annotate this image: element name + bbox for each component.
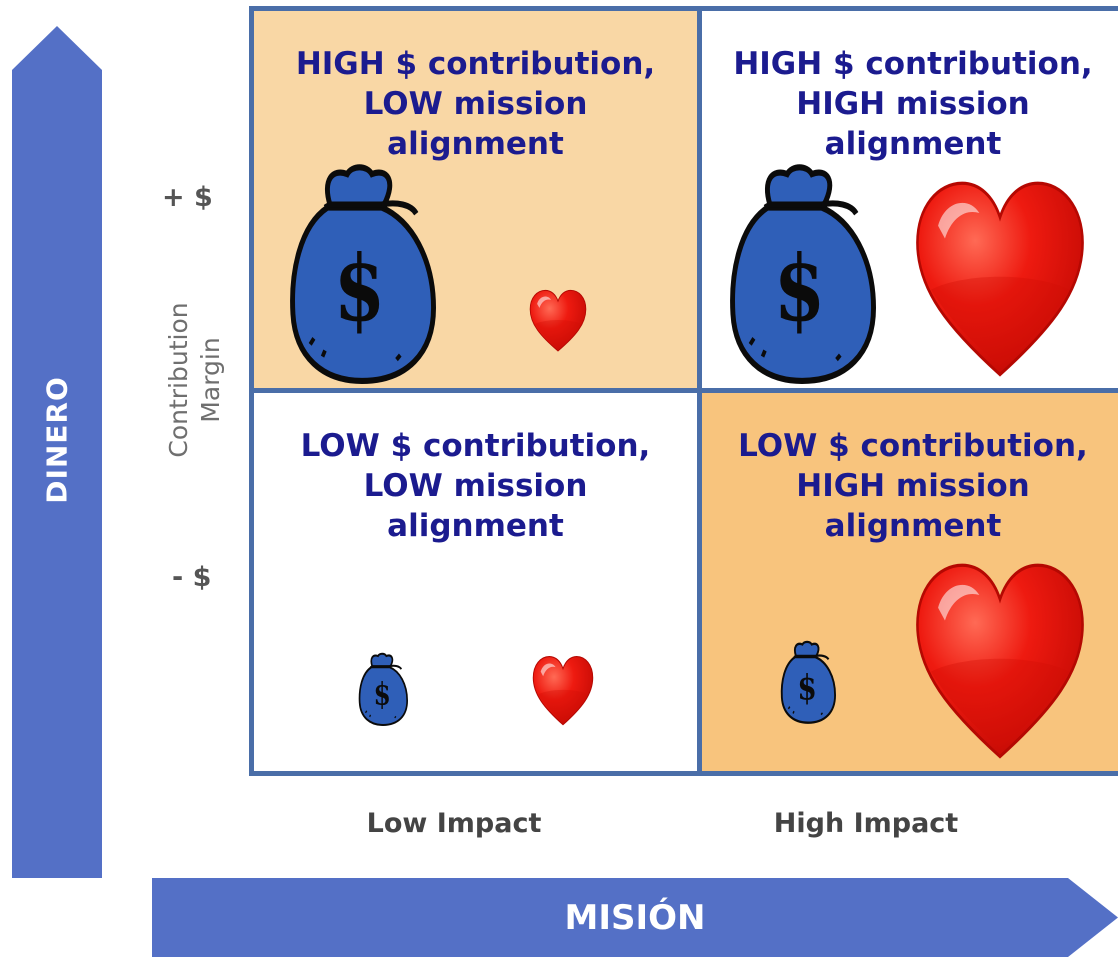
quadrant-bottom-right: LOW $ contribution, HIGH mission alignme… (702, 393, 1118, 771)
quadrant-top-left: HIGH $ contribution, LOW mission alignme… (254, 11, 697, 388)
heart-icon (915, 181, 1085, 377)
quadrant-text-line: alignment (387, 508, 564, 544)
y-axis-name-line1: Contribution (164, 302, 193, 458)
quadrant-text-line: LOW mission (363, 468, 588, 504)
quadrant-text-line: HIGH mission (796, 86, 1030, 122)
dinero-label-wrap: DINERO (12, 0, 102, 957)
quadrant-text-line: alignment (387, 126, 564, 162)
quadrant-bottom-left: LOW $ contribution, LOW mission alignmen… (254, 393, 697, 771)
impact-matrix: HIGH $ contribution, LOW mission alignme… (249, 6, 1118, 776)
dinero-label: DINERO (40, 376, 74, 504)
quadrant-text-line: alignment (824, 126, 1002, 162)
x-tick-high-impact: High Impact (773, 808, 959, 839)
quadrant-bottom-left-text: LOW $ contribution, LOW mission alignmen… (254, 426, 697, 546)
y-axis-name-line2: Margin (196, 337, 225, 423)
quadrant-text-line: LOW $ contribution, (300, 428, 651, 464)
quadrant-text-line: HIGH $ contribution, (733, 46, 1093, 82)
mision-arrow (152, 878, 1118, 957)
heart-icon (529, 289, 587, 352)
x-tick-low-impact: Low Impact (366, 808, 542, 839)
quadrant-text-line: LOW $ contribution, (738, 428, 1088, 464)
quadrant-text-line: HIGH $ contribution, (295, 46, 656, 82)
money-bag-icon (728, 165, 876, 387)
quadrant-top-left-text: HIGH $ contribution, LOW mission alignme… (254, 44, 697, 164)
heart-icon (532, 655, 594, 726)
y-axis-name: Contribution Margin (160, 245, 230, 515)
quadrant-bottom-right-text: LOW $ contribution, HIGH mission alignme… (702, 426, 1118, 546)
quadrant-top-right: HIGH $ contribution, HIGH mission alignm… (702, 11, 1118, 388)
tick-plus-dollar: + $ (162, 182, 213, 213)
money-bag-icon (288, 165, 436, 387)
heart-icon (915, 563, 1085, 759)
tick-minus-dollar: - $ (172, 562, 212, 593)
quadrant-text-line: HIGH mission (796, 468, 1030, 504)
dinero-arrow (12, 26, 102, 878)
money-bag-icon (780, 640, 837, 724)
quadrant-top-right-text: HIGH $ contribution, HIGH mission alignm… (702, 44, 1118, 164)
money-bag-icon (358, 652, 409, 726)
quadrant-text-line: LOW mission (363, 86, 588, 122)
mision-label: MISIÓN (564, 897, 706, 938)
quadrant-text-line: alignment (824, 508, 1002, 544)
